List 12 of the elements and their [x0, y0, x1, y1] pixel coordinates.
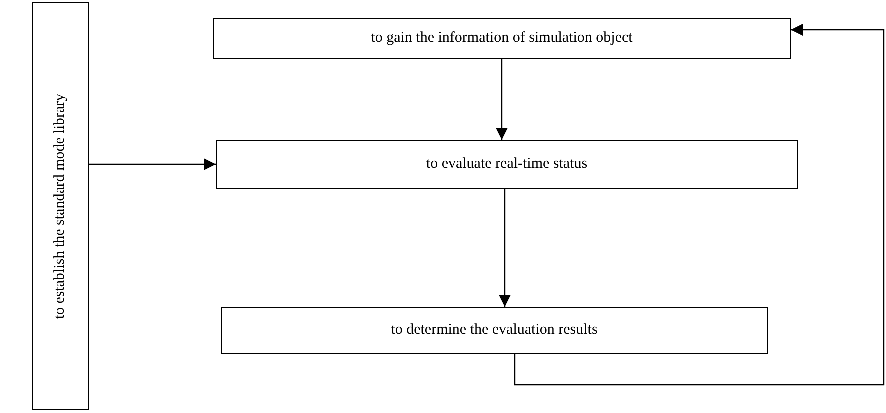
arrow — [514, 24, 885, 386]
process-box — [32, 2, 89, 410]
arrow — [499, 189, 511, 307]
process-box — [221, 307, 768, 354]
box-label: to gain the information of simulation object — [371, 30, 633, 47]
process-box — [213, 18, 791, 59]
arrow — [496, 59, 508, 140]
box-label: to establish the standard mode library — [52, 93, 69, 319]
process-box — [216, 140, 798, 189]
box-label: to evaluate real-time status — [426, 156, 588, 173]
arrow — [89, 158, 216, 170]
box-label: to determine the evaluation results — [391, 322, 598, 339]
